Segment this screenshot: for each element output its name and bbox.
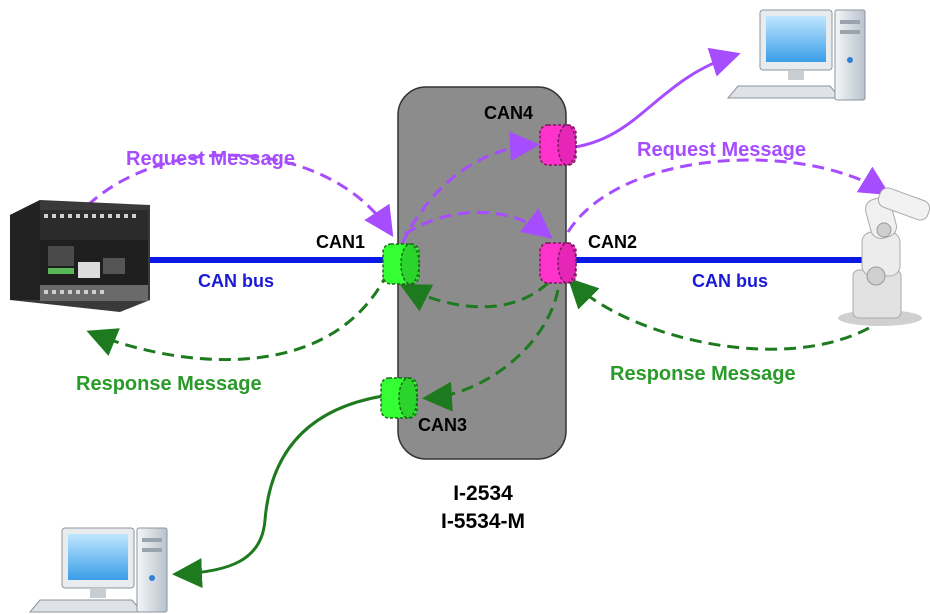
- can2-port: [539, 242, 577, 284]
- can1-port: [382, 243, 420, 285]
- can4-port: [539, 124, 577, 166]
- request-message-label-right: Request Message: [637, 139, 806, 161]
- request-arrow-right: [566, 158, 891, 233]
- response-message-label-left: Response Message: [76, 373, 262, 395]
- can3-label: CAN3: [418, 415, 467, 435]
- response-arrow-can2-to-can3: [422, 289, 560, 412]
- request-arrow-can4-to-pc: [567, 47, 741, 150]
- robot-arm-icon: [838, 187, 930, 326]
- desktop-computer-icon-bottom: [28, 527, 168, 613]
- request-message-label-left: Request Message: [126, 148, 295, 170]
- can4-label: CAN4: [484, 103, 533, 123]
- response-arrow-can3-to-pc: [172, 394, 384, 589]
- device-model-label-2: I-5534-M: [441, 510, 525, 533]
- request-arrow-can1-to-can2: [404, 208, 553, 239]
- response-message-label-right: Response Message: [610, 363, 796, 385]
- can-bus-label-left: CAN bus: [198, 271, 274, 291]
- can2-label: CAN2: [588, 232, 637, 252]
- can-bus-label-right: CAN bus: [692, 271, 768, 291]
- can3-port: [380, 377, 418, 419]
- desktop-computer-icon-top: [726, 9, 866, 101]
- request-arrow-left: [86, 153, 394, 238]
- plc-icon: [10, 200, 150, 312]
- request-arrow-can1-to-can4: [400, 131, 540, 245]
- response-arrow-left: [86, 271, 390, 362]
- can1-label: CAN1: [316, 232, 365, 252]
- response-arrow-can2-to-can1: [399, 281, 550, 312]
- device-model-label-1: I-2534: [453, 482, 513, 505]
- response-arrow-right: [567, 277, 886, 351]
